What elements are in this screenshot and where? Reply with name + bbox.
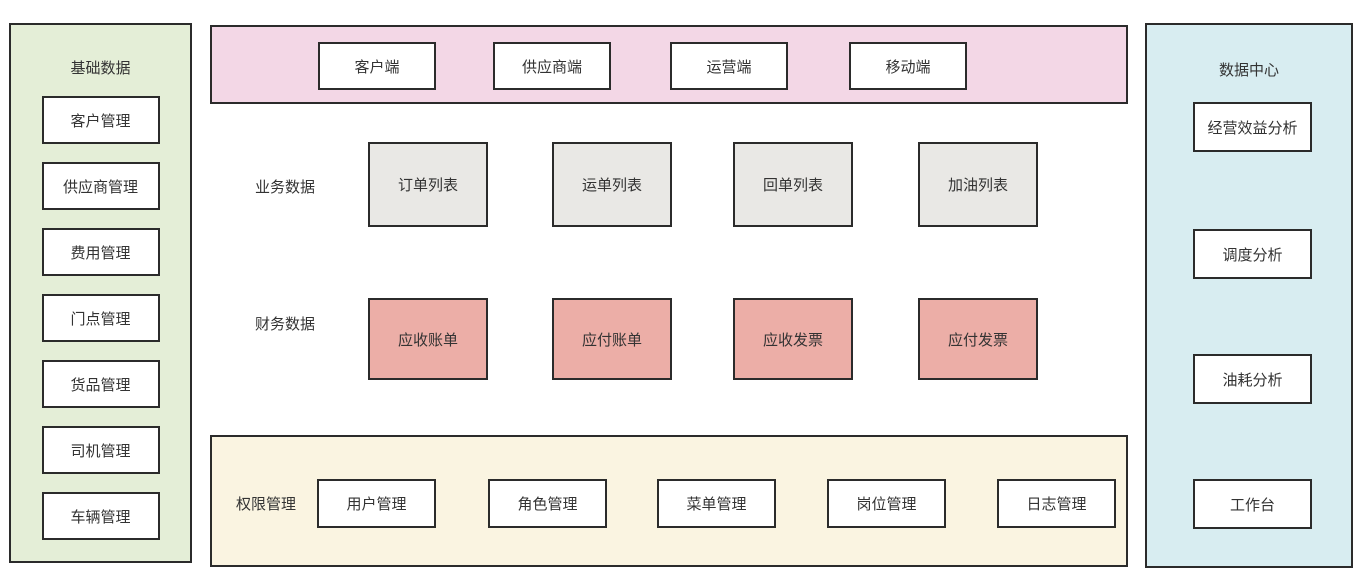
box-supplier-mgmt: 供应商管理 (41, 162, 160, 210)
box-log-mgmt: 日志管理 (997, 479, 1116, 528)
panel-data-center: 数据中心 经营效益分析 调度分析 油耗分析 工作台 (1145, 23, 1353, 568)
box-driver-mgmt: 司机管理 (41, 426, 160, 474)
box-menu-mgmt: 菜单管理 (657, 479, 776, 528)
data-center-title: 数据中心 (1218, 62, 1279, 79)
finance-data-label: 财务数据 (255, 316, 316, 333)
box-role-mgmt: 角色管理 (488, 479, 607, 528)
box-waybill-list: 运单列表 (552, 142, 672, 227)
box-expense-mgmt: 费用管理 (41, 228, 160, 276)
box-payable-invoice: 应付发票 (918, 298, 1038, 380)
box-vehicle-mgmt: 车辆管理 (41, 492, 160, 540)
box-refuel-list: 加油列表 (918, 142, 1038, 227)
box-workbench: 工作台 (1193, 479, 1312, 529)
basic-data-title: 基础数据 (70, 60, 131, 77)
panel-portals: 客户端 供应商端 运营端 移动端 (210, 25, 1128, 104)
box-goods-mgmt: 货品管理 (41, 360, 160, 408)
box-client-portal: 客户端 (318, 42, 436, 90)
box-receivable-invoice: 应收发票 (733, 298, 853, 380)
box-receivable-bill: 应收账单 (368, 298, 488, 380)
box-post-mgmt: 岗位管理 (827, 479, 946, 528)
box-order-list: 订单列表 (368, 142, 488, 227)
box-operation-portal: 运营端 (670, 42, 788, 90)
permission-mgmt-label: 权限管理 (236, 496, 297, 513)
panel-permission-mgmt: 权限管理 用户管理 角色管理 菜单管理 岗位管理 日志管理 (210, 435, 1128, 567)
box-supplier-portal: 供应商端 (493, 42, 611, 90)
box-payable-bill: 应付账单 (552, 298, 672, 380)
box-mobile-portal: 移动端 (849, 42, 967, 90)
box-receipt-list: 回单列表 (733, 142, 853, 227)
box-benefit-analysis: 经营效益分析 (1193, 102, 1312, 152)
box-fuel-analysis: 油耗分析 (1193, 354, 1312, 404)
business-data-label: 业务数据 (255, 179, 316, 196)
box-dispatch-analysis: 调度分析 (1193, 229, 1312, 279)
box-customer-mgmt: 客户管理 (41, 96, 160, 144)
box-site-mgmt: 门点管理 (41, 294, 160, 342)
box-user-mgmt: 用户管理 (317, 479, 436, 528)
panel-basic-data: 基础数据 客户管理 供应商管理 费用管理 门点管理 货品管理 司机管理 车辆管理 (9, 23, 192, 563)
